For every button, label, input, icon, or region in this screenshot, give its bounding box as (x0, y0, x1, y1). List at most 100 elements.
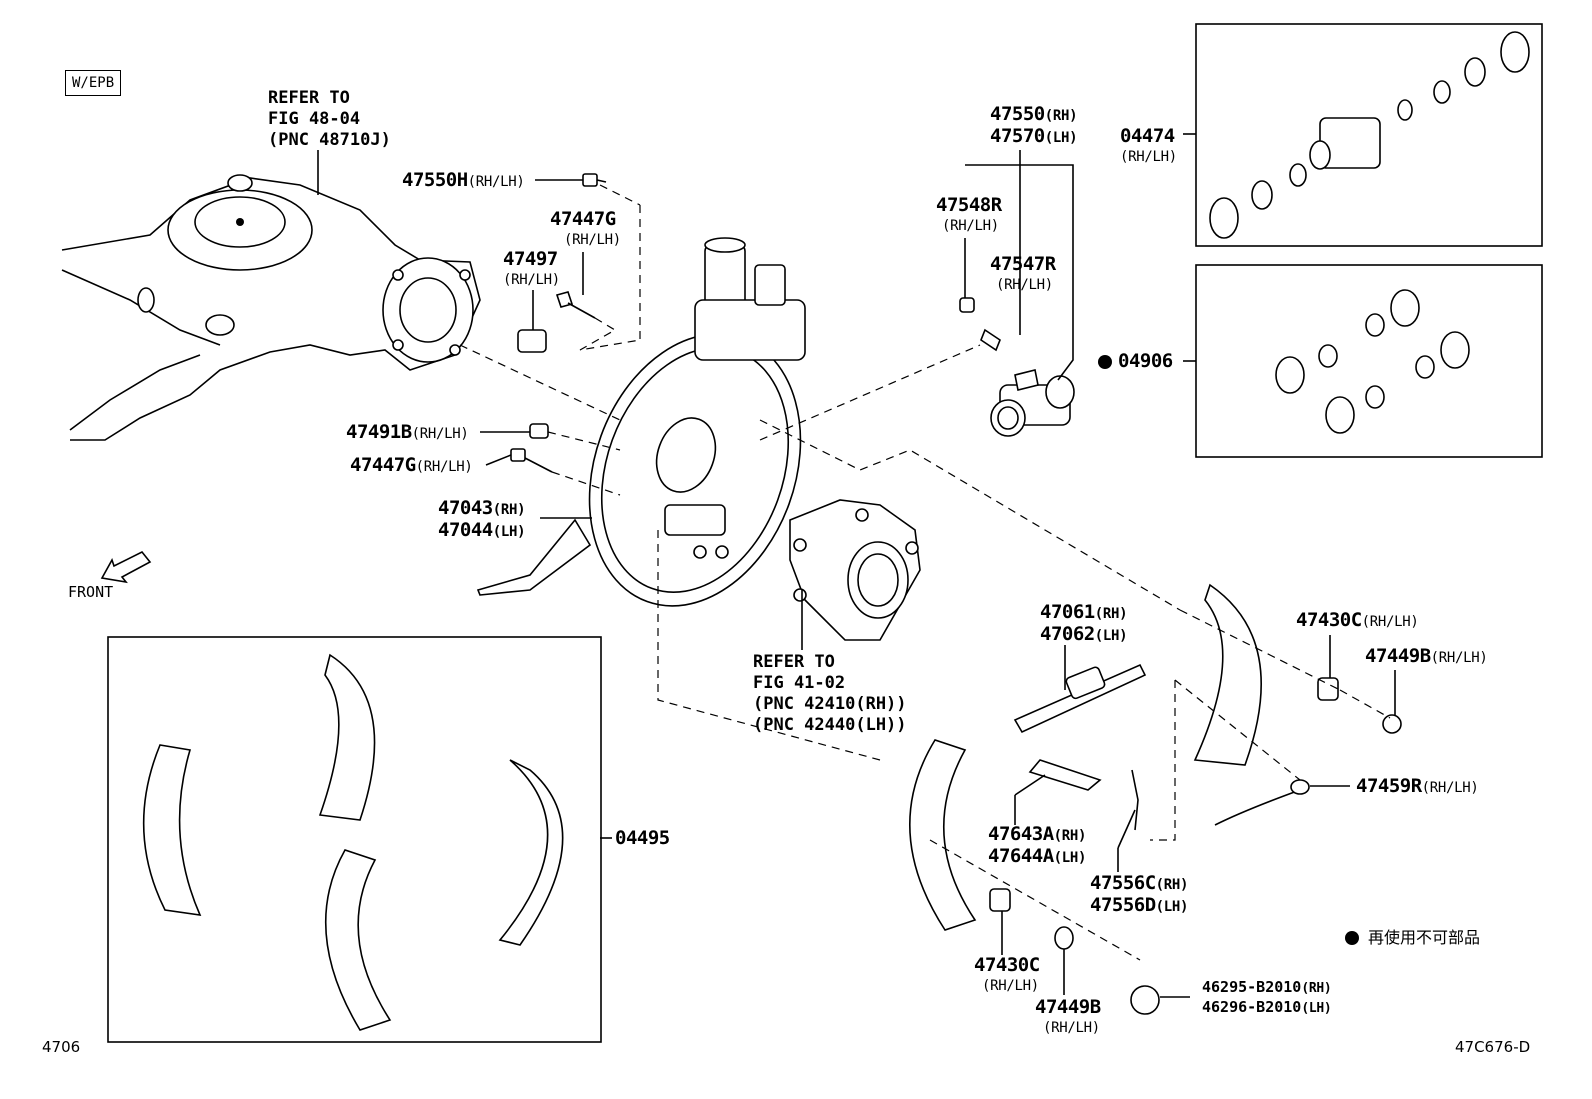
part-47044[interactable]: 47044(LH) (438, 519, 526, 541)
refer-48-line3: (PNC 48710J) (268, 130, 391, 150)
part-47430C-bottom[interactable]: 47430C (RH/LH) (974, 954, 1040, 994)
part-47449B-right[interactable]: 47449B(RH/LH) (1365, 647, 1488, 666)
leader-lines (317, 133, 1396, 998)
part-number: 47644A (988, 845, 1054, 867)
part-side: (RH/LH) (1361, 614, 1419, 630)
part-number: 47044 (438, 519, 493, 541)
backing-plate-drawing (476, 237, 806, 607)
wheel-cylinder-drawing (959, 297, 1075, 437)
part-side: (LH) (1044, 130, 1078, 146)
part-number: 46295-B2010 (1202, 978, 1302, 996)
part-04495[interactable]: 04495 (615, 827, 670, 849)
non-reusable-dot-icon (1098, 355, 1112, 369)
legend-text: 再使用不可部品 (1368, 928, 1481, 947)
front-arrow-icon (100, 550, 152, 584)
part-side: (RH) (1155, 877, 1189, 893)
part-47449B-bottom[interactable]: 47449B (RH/LH) (1035, 996, 1101, 1036)
part-47547R[interactable]: 47547R (RH/LH) (990, 253, 1056, 293)
part-04474[interactable]: 04474 (RH/LH) (1120, 125, 1177, 165)
part-number: 47447G (550, 208, 616, 230)
part-47497[interactable]: 47497 (RH/LH) (503, 248, 560, 288)
part-47061[interactable]: 47061(RH) (1040, 601, 1128, 623)
part-46295[interactable]: 46295-B2010(RH) (1202, 978, 1332, 996)
part-47644A[interactable]: 47644A(LH) (988, 847, 1086, 866)
front-label: FRONT (68, 583, 114, 601)
part-47643A[interactable]: 47643A(RH) (988, 825, 1086, 844)
part-47550[interactable]: 47550(RH) (990, 105, 1078, 124)
part-number: 47491B (346, 421, 412, 443)
part-number: 47548R (936, 194, 1002, 216)
part-side: (LH) (492, 524, 526, 540)
part-number: 46296-B2010 (1202, 998, 1302, 1016)
refer-41-line2: FIG 41-02 (753, 673, 846, 693)
part-number: 47062 (1040, 623, 1095, 645)
part-side: (RH/LH) (1043, 1020, 1100, 1036)
part-47550H[interactable]: 47550H(RH/LH) (402, 171, 525, 190)
part-46296[interactable]: 46296-B2010(LH) (1202, 998, 1332, 1016)
w-epb-tag: W/EPB (65, 70, 122, 96)
part-side: (LH) (1053, 850, 1087, 866)
part-number: 47497 (503, 248, 558, 270)
refer-41-line3: (PNC 42410(RH)) (753, 694, 907, 714)
part-number: 47643A (988, 823, 1054, 845)
part-47447G-top[interactable]: 47447G (RH/LH) (550, 208, 621, 248)
refer-48-line1: REFER TO (268, 88, 350, 108)
footer-left: 4706 (42, 1038, 81, 1056)
axle-beam-drawing (61, 174, 481, 441)
part-side: (RH/LH) (503, 272, 560, 288)
part-side: (LH) (1094, 628, 1128, 644)
refer-fig-48: REFER TO FIG 48-04 (PNC 48710J) (268, 88, 391, 151)
part-side: (RH) (1094, 606, 1128, 622)
part-number: 47547R (990, 253, 1056, 275)
part-side: (RH/LH) (467, 174, 525, 190)
part-47459R[interactable]: 47459R(RH/LH) (1356, 777, 1479, 796)
part-side: (RH/LH) (411, 426, 469, 442)
part-side: (RH/LH) (415, 459, 473, 475)
part-side: (RH/LH) (942, 218, 999, 234)
shoe-hardware-drawing (909, 583, 1402, 1015)
part-side: (RH/LH) (996, 277, 1053, 293)
part-side: (RH) (1044, 108, 1078, 124)
part-side: (RH) (1301, 981, 1332, 996)
part-47043[interactable]: 47043(RH) (438, 497, 526, 519)
part-47430C-right[interactable]: 47430C(RH/LH) (1296, 611, 1419, 630)
part-number: 47550H (402, 169, 468, 191)
shoe-set-box-04495 (107, 636, 602, 1043)
part-47447G-mid[interactable]: 47447G(RH/LH) (350, 456, 473, 475)
part-47556C[interactable]: 47556C(RH) (1090, 874, 1188, 893)
legend-dot-icon (1345, 931, 1359, 945)
part-47491B[interactable]: 47491B(RH/LH) (346, 423, 469, 442)
part-47548R[interactable]: 47548R (RH/LH) (936, 194, 1002, 234)
refer-41-line4: (PNC 42440(LH)) (753, 715, 907, 735)
refer-fig-41: REFER TO FIG 41-02 (PNC 42410(RH)) (PNC … (753, 652, 907, 736)
part-side: (RH/LH) (982, 978, 1039, 994)
footer-right: 47C676-D (1455, 1038, 1531, 1056)
part-side: (RH/LH) (1421, 780, 1479, 796)
kit-box-04906 (1195, 264, 1543, 458)
part-number: 47061 (1040, 601, 1095, 623)
kit-box-04474 (1195, 23, 1543, 247)
part-number: 47449B (1365, 645, 1431, 667)
part-47570[interactable]: 47570(LH) (990, 127, 1078, 146)
part-side: (RH/LH) (564, 232, 621, 248)
part-04906[interactable]: 04906 (1118, 350, 1173, 372)
part-side: (LH) (1155, 899, 1189, 915)
part-number: 47556D (1090, 894, 1156, 916)
assembly-lines (459, 184, 1391, 961)
part-number: 47043 (438, 497, 493, 519)
part-number: 47430C (974, 954, 1040, 976)
part-47556D[interactable]: 47556D(LH) (1090, 896, 1188, 915)
part-number: 47449B (1035, 996, 1101, 1018)
part-side: (LH) (1301, 1001, 1332, 1016)
refer-48-line2: FIG 48-04 (268, 109, 361, 129)
part-number: 47430C (1296, 609, 1362, 631)
part-47062[interactable]: 47062(LH) (1040, 623, 1128, 645)
part-number: 47556C (1090, 872, 1156, 894)
part-side: (RH/LH) (1430, 650, 1488, 666)
part-number: 47459R (1356, 775, 1422, 797)
part-number: 04474 (1120, 125, 1175, 147)
part-side: (RH) (492, 502, 526, 518)
hub-drawing (789, 499, 921, 641)
